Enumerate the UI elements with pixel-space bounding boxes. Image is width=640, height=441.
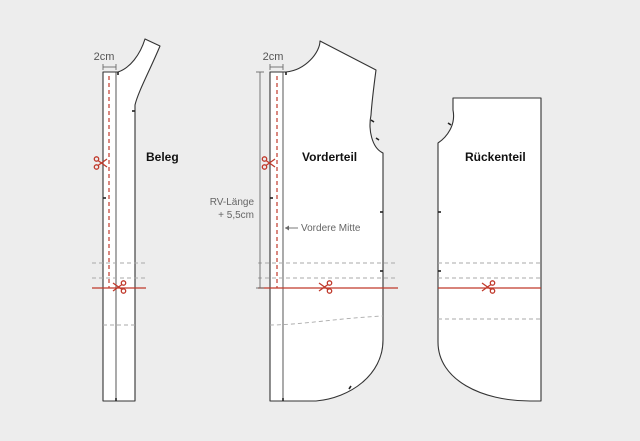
beleg-seam-allowance-label: 2cm	[94, 51, 115, 63]
beleg-title: Beleg	[146, 150, 179, 164]
rueckenteil-outline	[437, 97, 542, 402]
rueckenteil-piece	[437, 97, 542, 402]
vorderteil-notch	[375, 137, 380, 141]
rueckenteil-title: Rückenteil	[465, 150, 526, 164]
vorderteil-title: Vorderteil	[302, 150, 357, 164]
beleg-seam-allowance-dimension	[102, 64, 117, 70]
rv-length-label-line2: + 5,5cm	[218, 210, 254, 221]
vorderteil-outline	[269, 40, 384, 402]
rueckenteil-notch	[447, 122, 452, 126]
vorderteil-notch	[370, 119, 375, 123]
beleg-piece	[92, 38, 161, 402]
vorderteil-seam-allowance-dimension	[269, 64, 284, 70]
rv-length-label-line1: RV-Länge	[210, 197, 255, 208]
vorderteil-seam-allowance-label: 2cm	[263, 51, 284, 63]
vorderteil-piece	[258, 40, 398, 402]
vorderteil-notch	[348, 385, 352, 390]
vordere-mitte-label: Vordere Mitte	[301, 223, 361, 234]
vorderteil-guide-low	[269, 315, 384, 326]
beleg-outline	[102, 38, 161, 402]
rv-length-dimension	[256, 71, 264, 289]
arrow-left-icon-head	[285, 225, 289, 231]
